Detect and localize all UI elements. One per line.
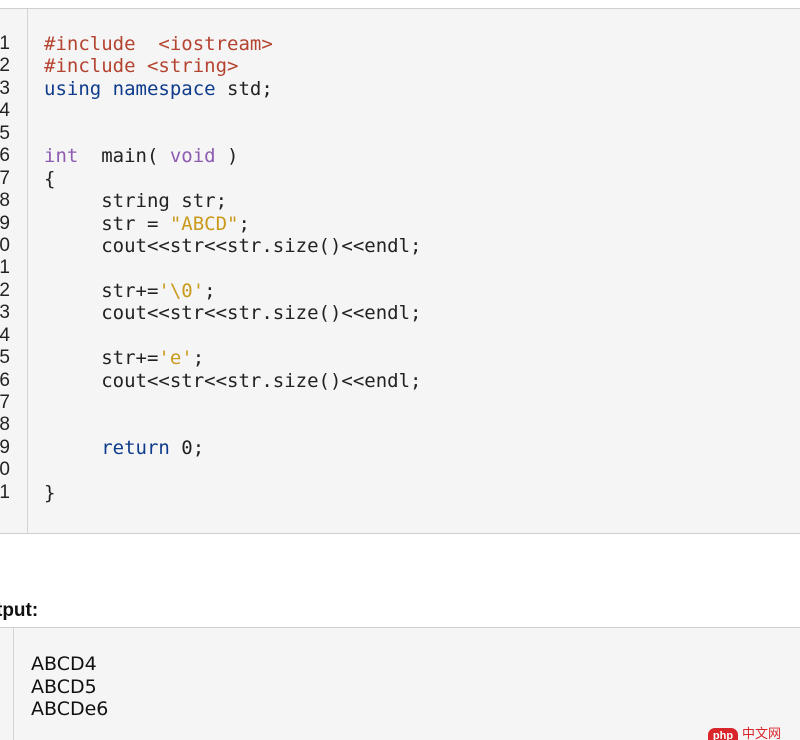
code-token: ) xyxy=(215,145,239,168)
watermark-text: 中文网 xyxy=(742,727,782,740)
code-token: "ABCD" xyxy=(169,212,239,235)
code-token: str+= xyxy=(44,279,159,302)
code-token: #include <iostream> xyxy=(44,33,273,55)
output-line: ABCD5 xyxy=(31,675,97,698)
line-number: 0 xyxy=(0,234,10,256)
code-line xyxy=(44,325,422,347)
line-number: 1 xyxy=(0,257,10,279)
code-line: str+='e'; xyxy=(44,347,422,369)
code-line: } xyxy=(44,482,422,504)
code-token: namespace xyxy=(112,77,216,100)
line-number: 6 xyxy=(0,369,10,391)
code-line: str = "ABCD"; xyxy=(44,213,422,235)
code-line: string str; xyxy=(44,190,422,212)
code-token xyxy=(44,437,101,459)
code-line: cout<<str<<str.size()<<endl; xyxy=(44,234,422,257)
line-number: 7 xyxy=(0,392,10,413)
code-token: #include <string> xyxy=(44,55,239,78)
code-line: int main( void ) xyxy=(44,145,422,167)
code-token: cout<<str<<str.size()<<endl; xyxy=(44,369,422,392)
code-token: using xyxy=(44,77,102,100)
code-line xyxy=(44,392,422,414)
code-line xyxy=(44,414,422,436)
code-token: 'e' xyxy=(158,347,193,370)
line-number: 9 xyxy=(0,436,10,458)
top-strip xyxy=(0,0,800,9)
code-token: ; xyxy=(238,212,250,235)
code-line: #include <iostream> xyxy=(44,33,422,55)
line-number: 4 xyxy=(0,324,10,346)
code-token: int xyxy=(44,145,79,168)
line-number: 3 xyxy=(0,77,10,99)
code-token: std; xyxy=(215,77,273,100)
output-line: ABCD4 xyxy=(31,653,97,675)
code-line: cout<<str<<str.size()<<endl; xyxy=(44,302,422,325)
line-number: 8 xyxy=(0,190,10,212)
line-number: 2 xyxy=(0,279,10,301)
line-number: 9 xyxy=(0,212,10,234)
code-line: cout<<str<<str.size()<<endl; xyxy=(44,369,422,392)
code-lines: #include <iostream>#include <string>usin… xyxy=(44,33,422,504)
code-token: 0; xyxy=(169,436,205,459)
code-token: string str; xyxy=(44,190,228,213)
line-number: 5 xyxy=(0,122,10,144)
code-token: return xyxy=(101,436,170,459)
line-number: 5 xyxy=(0,347,10,369)
line-number: 8 xyxy=(0,414,10,436)
code-line xyxy=(44,459,422,481)
php-logo-icon: php xyxy=(708,728,738,740)
code-token: ; xyxy=(192,347,205,370)
line-number-gutter xyxy=(0,9,28,533)
code-token: str = xyxy=(44,212,170,235)
output-line: ABCDe6 xyxy=(31,698,109,720)
output-gutter xyxy=(0,628,14,740)
code-token: cout<<str<<str.size()<<endl; xyxy=(44,234,422,257)
site-watermark: php 中文网 xyxy=(708,727,782,740)
line-number: 6 xyxy=(0,145,10,167)
line-number: 7 xyxy=(0,167,10,189)
line-number: 0 xyxy=(0,459,10,481)
code-line xyxy=(44,257,422,279)
code-token: void xyxy=(169,145,216,168)
code-token: } xyxy=(44,481,56,504)
line-number: 3 xyxy=(0,302,10,324)
code-token: str+= xyxy=(44,347,159,370)
code-line: { xyxy=(44,168,422,190)
line-number: 1 xyxy=(0,33,10,54)
code-line xyxy=(44,123,422,145)
line-number: 4 xyxy=(0,100,10,122)
code-token: main( xyxy=(78,145,170,168)
code-line xyxy=(44,100,422,122)
line-number: 2 xyxy=(0,55,10,77)
code-token: '\0' xyxy=(158,279,205,302)
code-token xyxy=(101,78,112,100)
code-line: return 0; xyxy=(44,437,422,459)
code-line: #include <string> xyxy=(44,55,422,77)
code-line: using namespace std; xyxy=(44,78,422,100)
code-token: ; xyxy=(204,279,216,302)
code-token: { xyxy=(44,167,56,190)
code-token: cout<<str<<str.size()<<endl; xyxy=(44,302,422,325)
code-line: str+='\0'; xyxy=(44,280,422,302)
output-label: tput: xyxy=(0,600,39,621)
line-number: 1 xyxy=(0,481,10,503)
